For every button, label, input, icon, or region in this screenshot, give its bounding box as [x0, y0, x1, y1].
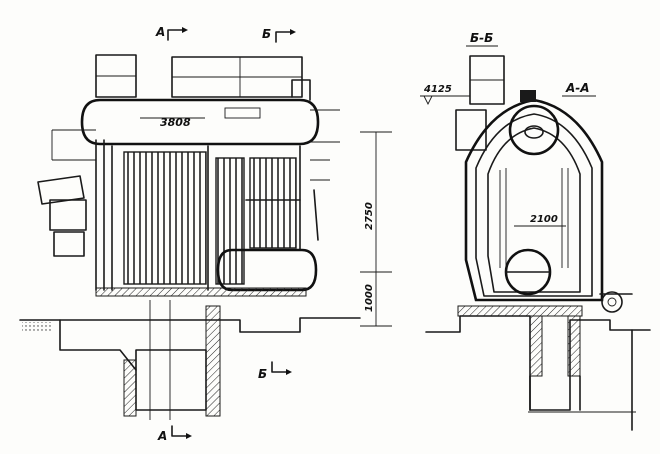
cross-section-view: Б-Б А-А 4125	[420, 31, 651, 431]
height-lower-dimension: 1000	[364, 284, 375, 312]
section-marker-a-top: А	[155, 25, 165, 39]
elevation-value: 4125	[423, 84, 452, 95]
section-marker-a-bottom: А	[157, 429, 167, 443]
section-marker-b-bottom: Б	[258, 367, 267, 381]
inner-width-dimension: 2100	[530, 214, 558, 225]
section-tubes: 2100	[499, 168, 569, 268]
front-equipment	[37, 129, 105, 291]
section-marker-b-top: Б	[262, 27, 271, 41]
longitudinal-view: 3808	[19, 25, 392, 443]
side-fan	[599, 291, 633, 313]
foundation-right	[425, 305, 651, 431]
left-dimensions: 2750 1000	[360, 131, 392, 327]
section-lower-drum	[504, 248, 552, 296]
furnace-tubes	[111, 145, 330, 291]
drum-length-dimension: 3808	[160, 116, 191, 129]
top-piping	[95, 54, 311, 101]
boiler-casing	[464, 98, 604, 302]
upper-drum: 3808	[80, 98, 340, 146]
section-upper-drum	[508, 90, 560, 156]
height-main-dimension: 2750	[364, 202, 375, 230]
elevation-mark: 4125	[420, 84, 470, 106]
section-markers: А Б Б А	[155, 25, 296, 443]
foundation-left	[19, 287, 361, 420]
section-title-aa: А-А	[565, 81, 590, 95]
section-title-bb: Б-Б	[470, 31, 493, 45]
